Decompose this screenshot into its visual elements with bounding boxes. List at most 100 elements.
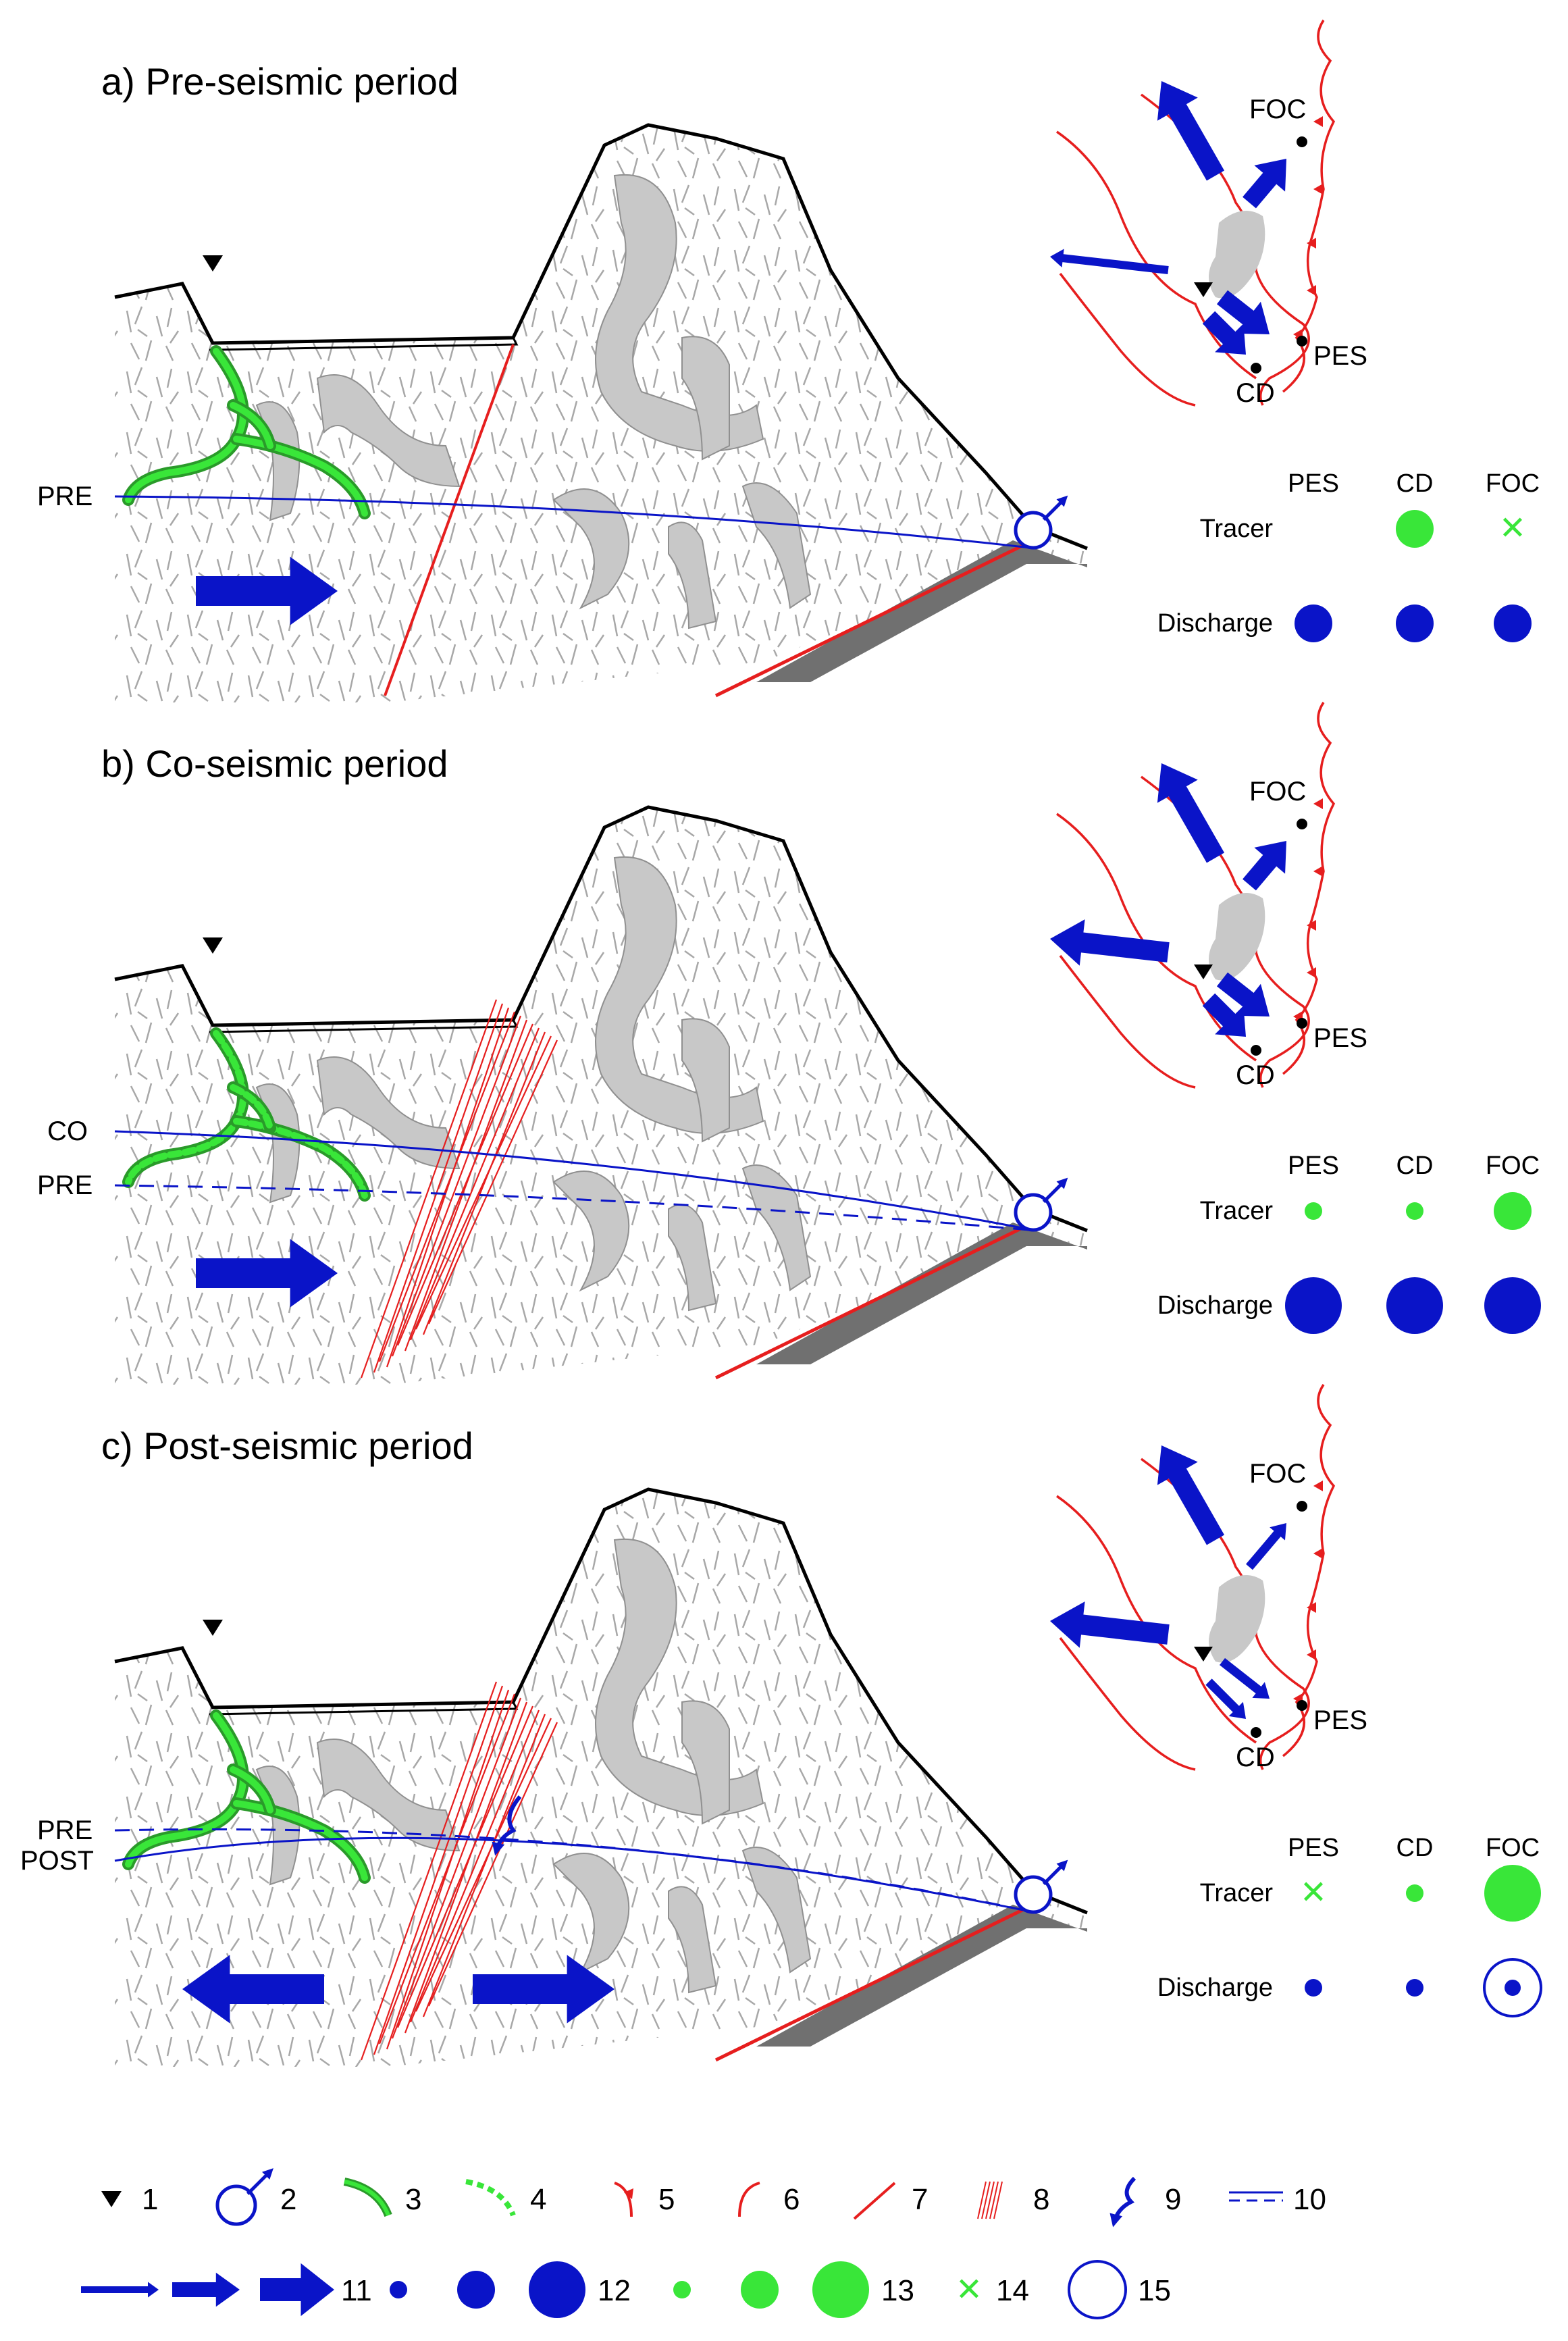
site-pes — [1297, 336, 1307, 346]
tracer-marker — [1406, 1884, 1423, 1902]
water-table — [114, 1828, 1037, 1914]
swallow-hole-icon — [203, 255, 223, 272]
site-label-cd: CD — [1236, 1060, 1275, 1090]
discharge-marker — [1295, 604, 1332, 642]
karst-area — [1209, 1575, 1265, 1663]
tracer-marker — [1484, 1865, 1541, 1922]
legend-number-5: 5 — [658, 2183, 675, 2216]
site-foc — [1297, 819, 1307, 829]
tracer-marker — [1305, 1202, 1322, 1220]
table-header: FOC — [1486, 469, 1540, 498]
legend-fractured-zone-icon — [977, 2181, 1003, 2219]
tracer-marker — [1494, 1192, 1532, 1230]
legend-discharge-medium — [457, 2271, 495, 2309]
level-label-pre: PRE — [37, 1816, 93, 1845]
table-header: CD — [1396, 469, 1434, 498]
legend-number-11: 11 — [341, 2274, 372, 2307]
tracer-marker — [1406, 1202, 1423, 1220]
water-table — [114, 1130, 1037, 1232]
tracer-marker: ✕ — [1300, 1875, 1327, 1911]
row-label-tracer: Tracer — [1200, 1879, 1274, 1907]
site-label-foc: FOC — [1249, 1459, 1306, 1489]
panel-2: c) Post-seismic periodPREPOSTFOCPESCDPES… — [20, 1384, 1542, 2067]
legend-flow-arrow-large — [260, 2263, 334, 2317]
legend-tracer-large — [812, 2261, 869, 2318]
flow-arrow-to-cd — [1205, 1678, 1246, 1719]
site-label-pes: PES — [1313, 1705, 1367, 1735]
row-label-discharge: Discharge — [1157, 1291, 1273, 1320]
flow-arrow-to-foc — [1243, 841, 1286, 891]
site-foc — [1297, 136, 1307, 147]
regional-flow-arrow-west — [1050, 919, 1170, 966]
spring-icon — [1014, 1177, 1068, 1232]
legend-fault-icon — [738, 2182, 760, 2217]
table-header: PES — [1288, 1152, 1339, 1180]
discharge-marker — [1484, 1277, 1541, 1334]
discharge-marker — [1494, 604, 1532, 642]
level-label-pre: PRE — [37, 482, 93, 511]
plan-map — [1056, 20, 1336, 407]
tracer-marker: ✕ — [1499, 511, 1526, 546]
discharge-marker — [1285, 1277, 1342, 1334]
flow-arrow-to-foc — [1246, 1523, 1286, 1570]
panel-title: b) Co-seismic period — [101, 742, 448, 785]
spring-icon — [1014, 1859, 1068, 1914]
legend-number-9: 9 — [1165, 2183, 1181, 2216]
site-pes — [1297, 1700, 1307, 1711]
legend-number-1: 1 — [142, 2183, 158, 2216]
fractured-fault-zone — [360, 1681, 558, 2061]
row-label-tracer: Tracer — [1200, 1197, 1274, 1225]
discharge-marker — [1386, 1277, 1443, 1334]
flow-arrow-to-pes — [1219, 1657, 1270, 1699]
regional-flow-arrow-west — [1050, 1601, 1170, 1648]
legend-tracer-medium — [741, 2271, 779, 2309]
cross-section — [114, 1487, 1088, 2067]
site-label-pes: PES — [1313, 1023, 1367, 1053]
row-label-tracer: Tracer — [1200, 515, 1274, 543]
legend-discharge-small — [390, 2281, 407, 2298]
fractured-fault-zone — [360, 999, 558, 1379]
legend-number-3: 3 — [405, 2183, 421, 2216]
plan-map — [1056, 1384, 1336, 1771]
swallow-hole-icon — [1194, 282, 1213, 297]
swallow-hole-icon — [203, 937, 223, 954]
cross-section — [114, 805, 1088, 1385]
legend-number-14: 14 — [996, 2274, 1029, 2307]
row-label-discharge: Discharge — [1157, 609, 1273, 638]
site-foc — [1297, 1501, 1307, 1512]
legend-flow-arrow-small — [81, 2282, 159, 2298]
legend-spring-icon — [215, 2168, 273, 2226]
site-label-cd: CD — [1236, 1743, 1275, 1772]
legend-ring-icon — [1068, 2260, 1127, 2319]
flow-arrow-west — [182, 1955, 324, 2024]
regional-flow-arrow-west — [1050, 249, 1169, 274]
spring-icon — [1014, 495, 1068, 550]
legend-inferred-fault-icon — [853, 2182, 896, 2220]
flow-arrow-to-foc — [1243, 159, 1286, 209]
karst-area — [1209, 211, 1265, 299]
flow-arrow-to-pes — [1216, 972, 1270, 1017]
site-label-pes: PES — [1313, 341, 1367, 371]
legend-number-13: 13 — [881, 2274, 914, 2307]
table-header: FOC — [1486, 1834, 1540, 1862]
tracer-pathway — [122, 345, 371, 519]
legend-discharge-large — [529, 2261, 585, 2318]
flow-arrow-to-pes — [1216, 290, 1270, 334]
level-label-pre: PRE — [37, 1170, 93, 1200]
legend-overthrust-icon — [614, 2182, 633, 2217]
legend-number-4: 4 — [530, 2183, 546, 2216]
level-label-co: CO — [47, 1116, 88, 1146]
flow-arrow-east — [196, 557, 338, 625]
table-header: PES — [1288, 469, 1339, 498]
swallow-hole-icon — [1194, 1647, 1213, 1662]
site-cd — [1251, 1727, 1261, 1738]
legend-number-15: 15 — [1138, 2274, 1171, 2307]
legend-number-7: 7 — [912, 2183, 928, 2216]
flow-arrow-to-cd — [1202, 311, 1246, 355]
site-cd — [1251, 1045, 1261, 1056]
swallow-hole-icon — [1194, 964, 1213, 979]
regional-flow-arrow-north — [1157, 1445, 1225, 1545]
